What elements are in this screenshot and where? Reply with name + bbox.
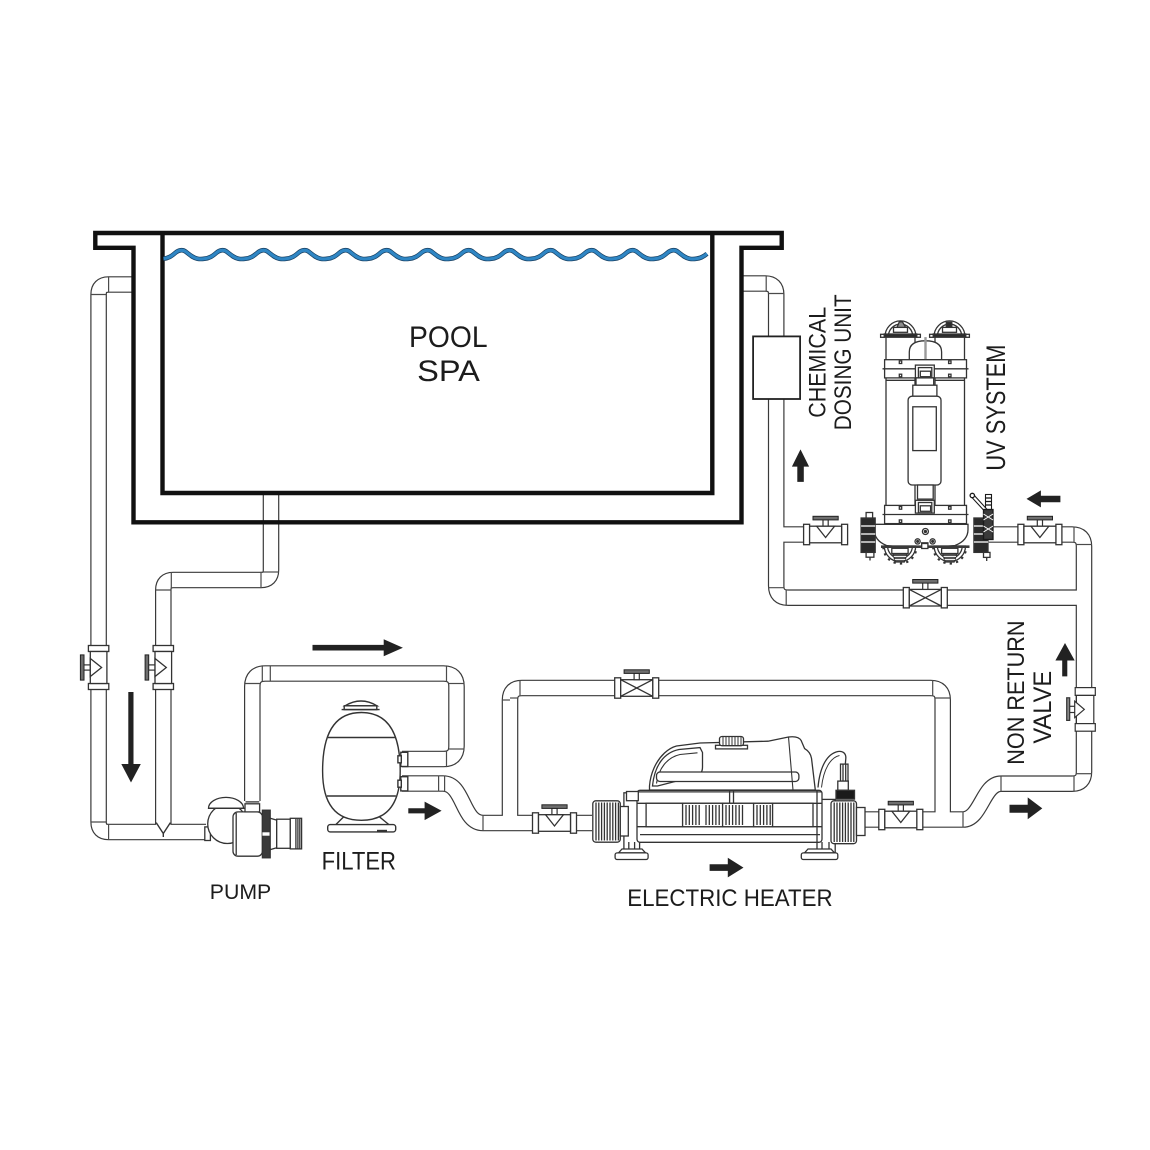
svg-text:NON RETURN: NON RETURN — [1003, 621, 1030, 765]
svg-text:ELECTRIC HEATER: ELECTRIC HEATER — [627, 885, 832, 912]
svg-text:CHEMICAL: CHEMICAL — [804, 307, 831, 418]
svg-text:VALVE: VALVE — [1029, 671, 1057, 744]
svg-text:SPA: SPA — [417, 355, 480, 388]
svg-text:UV SYSTEM: UV SYSTEM — [981, 345, 1011, 471]
svg-text:FILTER: FILTER — [322, 848, 396, 876]
svg-text:DOSING UNIT: DOSING UNIT — [830, 294, 857, 430]
svg-text:PUMP: PUMP — [210, 881, 272, 904]
svg-text:POOL: POOL — [409, 321, 488, 354]
